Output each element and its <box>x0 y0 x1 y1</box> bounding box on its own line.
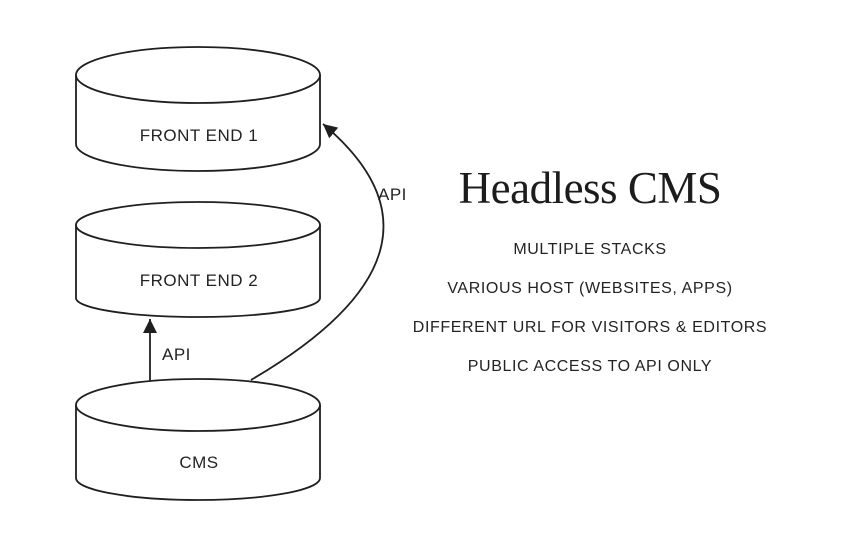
api-label-curved-arrow: API <box>378 185 407 204</box>
cylinder-front-end-2 <box>75 201 321 318</box>
front-end-1-label: FRONT END 1 <box>139 126 259 145</box>
cms-label: CMS <box>179 453 219 472</box>
arrow-cms-to-frontend1 <box>250 123 385 381</box>
feature-list: MULTIPLE STACKS VARIOUS HOST (WEBSITES, … <box>340 242 840 398</box>
front-end-2-label: FRONT END 2 <box>139 271 259 290</box>
feature-public-access: PUBLIC ACCESS TO API ONLY <box>467 358 713 375</box>
feature-various-host: VARIOUS HOST (WEBSITES, APPS) <box>447 280 733 297</box>
cylinder-front-end-1 <box>75 46 321 172</box>
api-label-straight-arrow: API <box>162 345 191 364</box>
page-title: Headless CMS <box>458 163 722 213</box>
feature-multiple-stacks: MULTIPLE STACKS <box>513 241 667 258</box>
cylinder-cms <box>75 378 321 501</box>
feature-different-url: DIFFERENT URL FOR VISITORS & EDITORS <box>412 319 768 336</box>
